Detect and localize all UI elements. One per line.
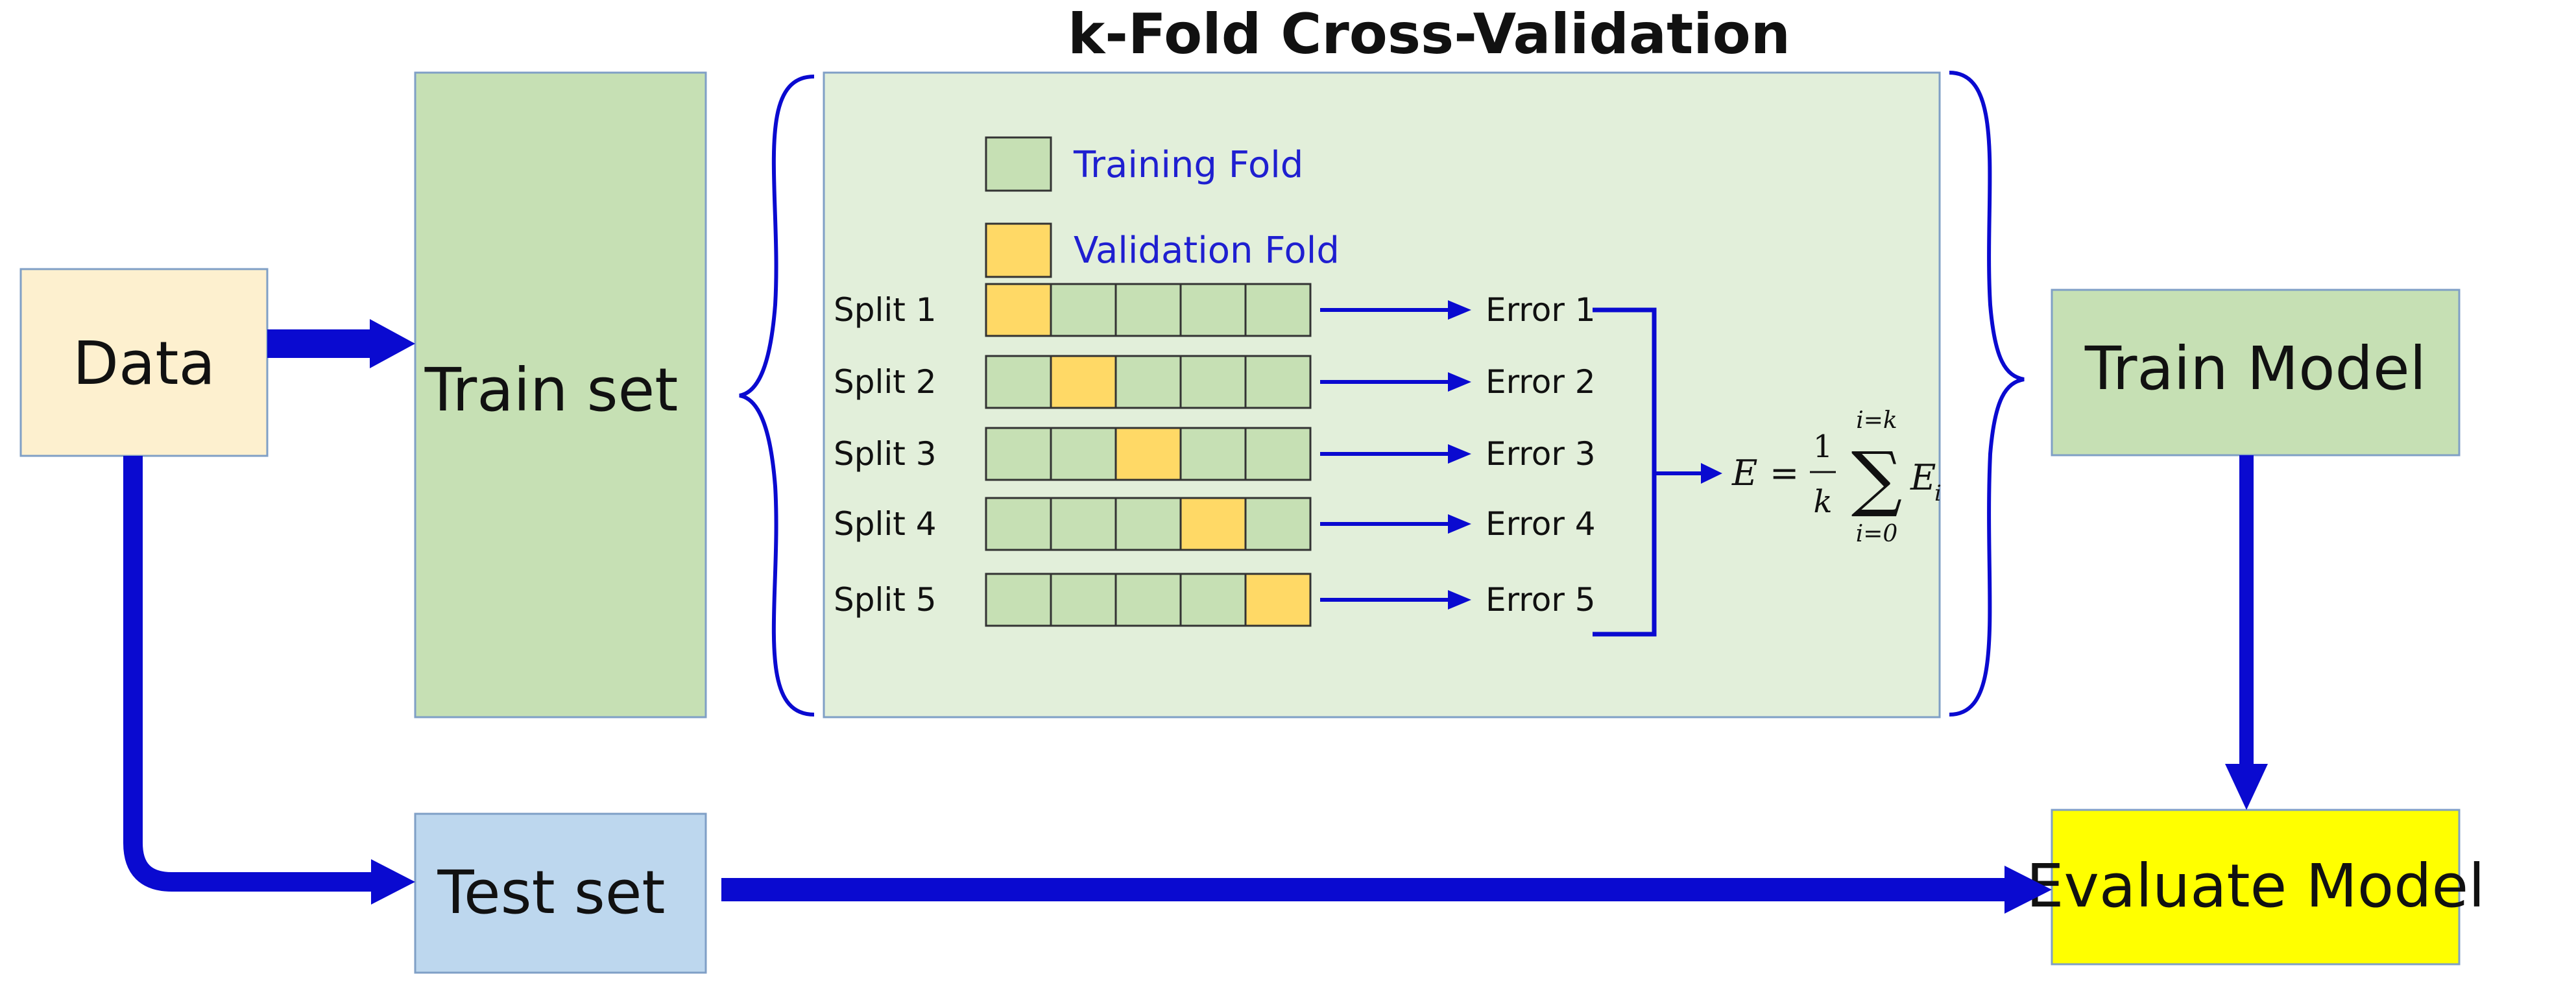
diagram-title: k-Fold Cross-Validation [1068,2,1790,67]
split-arrow-head-icon [1448,372,1471,392]
formula-denominator: k [1813,484,1832,520]
split-arrow-head-icon [1448,444,1471,464]
legend-validation-swatch [985,222,1052,278]
training-fold [1244,427,1312,481]
split-row: Split 2 Error 2 [834,355,1596,409]
training-fold [1114,355,1182,409]
validation-fold [1114,427,1182,481]
training-fold [1179,427,1247,481]
split-label: Split 1 [834,291,937,329]
training-fold [1114,497,1182,551]
data-box [19,268,269,457]
arrow-data-to-train-set-head-icon [370,319,415,368]
data-box-label: Data [73,329,215,398]
split-row: Split 5 Error 5 [834,573,1596,627]
split-label: Split 2 [834,363,937,401]
train-model-label: Train Model [2084,334,2426,403]
validation-fold [985,283,1052,337]
training-fold [985,497,1052,551]
formula-equals: = [1770,453,1799,493]
test-set-label: Test set [437,858,665,927]
split-label: Split 3 [834,435,937,473]
validation-fold [1244,573,1312,627]
training-fold [1050,573,1117,627]
right-curly-brace-icon [1949,71,2025,717]
split-label: Split 4 [834,505,937,543]
validation-fold [1179,497,1247,551]
split-error-label: Error 2 [1486,363,1596,401]
left-curly-brace-icon [739,75,815,717]
arrow-data-to-test-set-head-icon [371,859,415,905]
train-model-box [2051,289,2461,456]
training-fold [1114,283,1182,337]
training-fold [1050,283,1117,337]
formula-numerator: 1 [1813,429,1833,465]
split-row: Split 1 Error 1 [834,283,1596,337]
formula-subscript: i [1934,480,1942,506]
arrow-errors-to-formula-head-icon [1701,463,1722,484]
legend-training-swatch [985,136,1052,192]
train-set-label: Train set [424,355,679,425]
training-fold [1179,283,1247,337]
training-fold [1050,427,1117,481]
split-error-label: Error 1 [1486,291,1596,329]
split-label: Split 5 [834,581,937,619]
split-row: Split 4 Error 4 [834,497,1596,551]
split-error-label: Error 5 [1486,581,1596,619]
training-fold [1179,573,1247,627]
training-fold [1244,283,1312,337]
split-arrow-head-icon [1448,590,1471,610]
split-arrow-head-icon [1448,514,1471,534]
training-fold [1244,355,1312,409]
split-error-label: Error 3 [1486,435,1596,473]
evaluate-model-label: Evaluate Model [2026,851,2485,921]
formula-lower-limit: i=0 [1856,521,1898,547]
split-row: Split 3 Error 3 [834,427,1596,481]
training-fold [985,573,1052,627]
formula-lhs: E [1731,453,1757,493]
training-fold [1179,355,1247,409]
validation-fold [1050,355,1117,409]
training-fold [985,355,1052,409]
arrow-test-set-to-evaluate-head-icon [2004,866,2052,914]
train-set-box [414,71,707,718]
formula-term: E [1910,457,1936,498]
legend-training-label: Training Fold [1073,144,1303,186]
arrow-data-to-test-set [123,456,371,892]
evaluate-model-box [2051,809,2461,966]
training-fold [985,427,1052,481]
split-arrow-head-icon [1448,300,1471,320]
legend-validation-label: Validation Fold [1074,230,1340,272]
formula-sum-symbol: ∑ [1851,436,1903,519]
splits-group: Split 1 Error 1 Split 2 Error 2 Split 3 Error… [834,283,1596,627]
average-error-formula: E = 1 k ∑ i=k i=0 E i [1731,407,1942,547]
arrow-train-model-to-evaluate-head-icon [2225,764,2268,810]
training-fold [1244,497,1312,551]
formula-upper-limit: i=k [1856,407,1897,434]
split-error-label: Error 4 [1486,505,1596,543]
training-fold [1050,497,1117,551]
training-fold [1114,573,1182,627]
test-set-box [414,812,707,974]
